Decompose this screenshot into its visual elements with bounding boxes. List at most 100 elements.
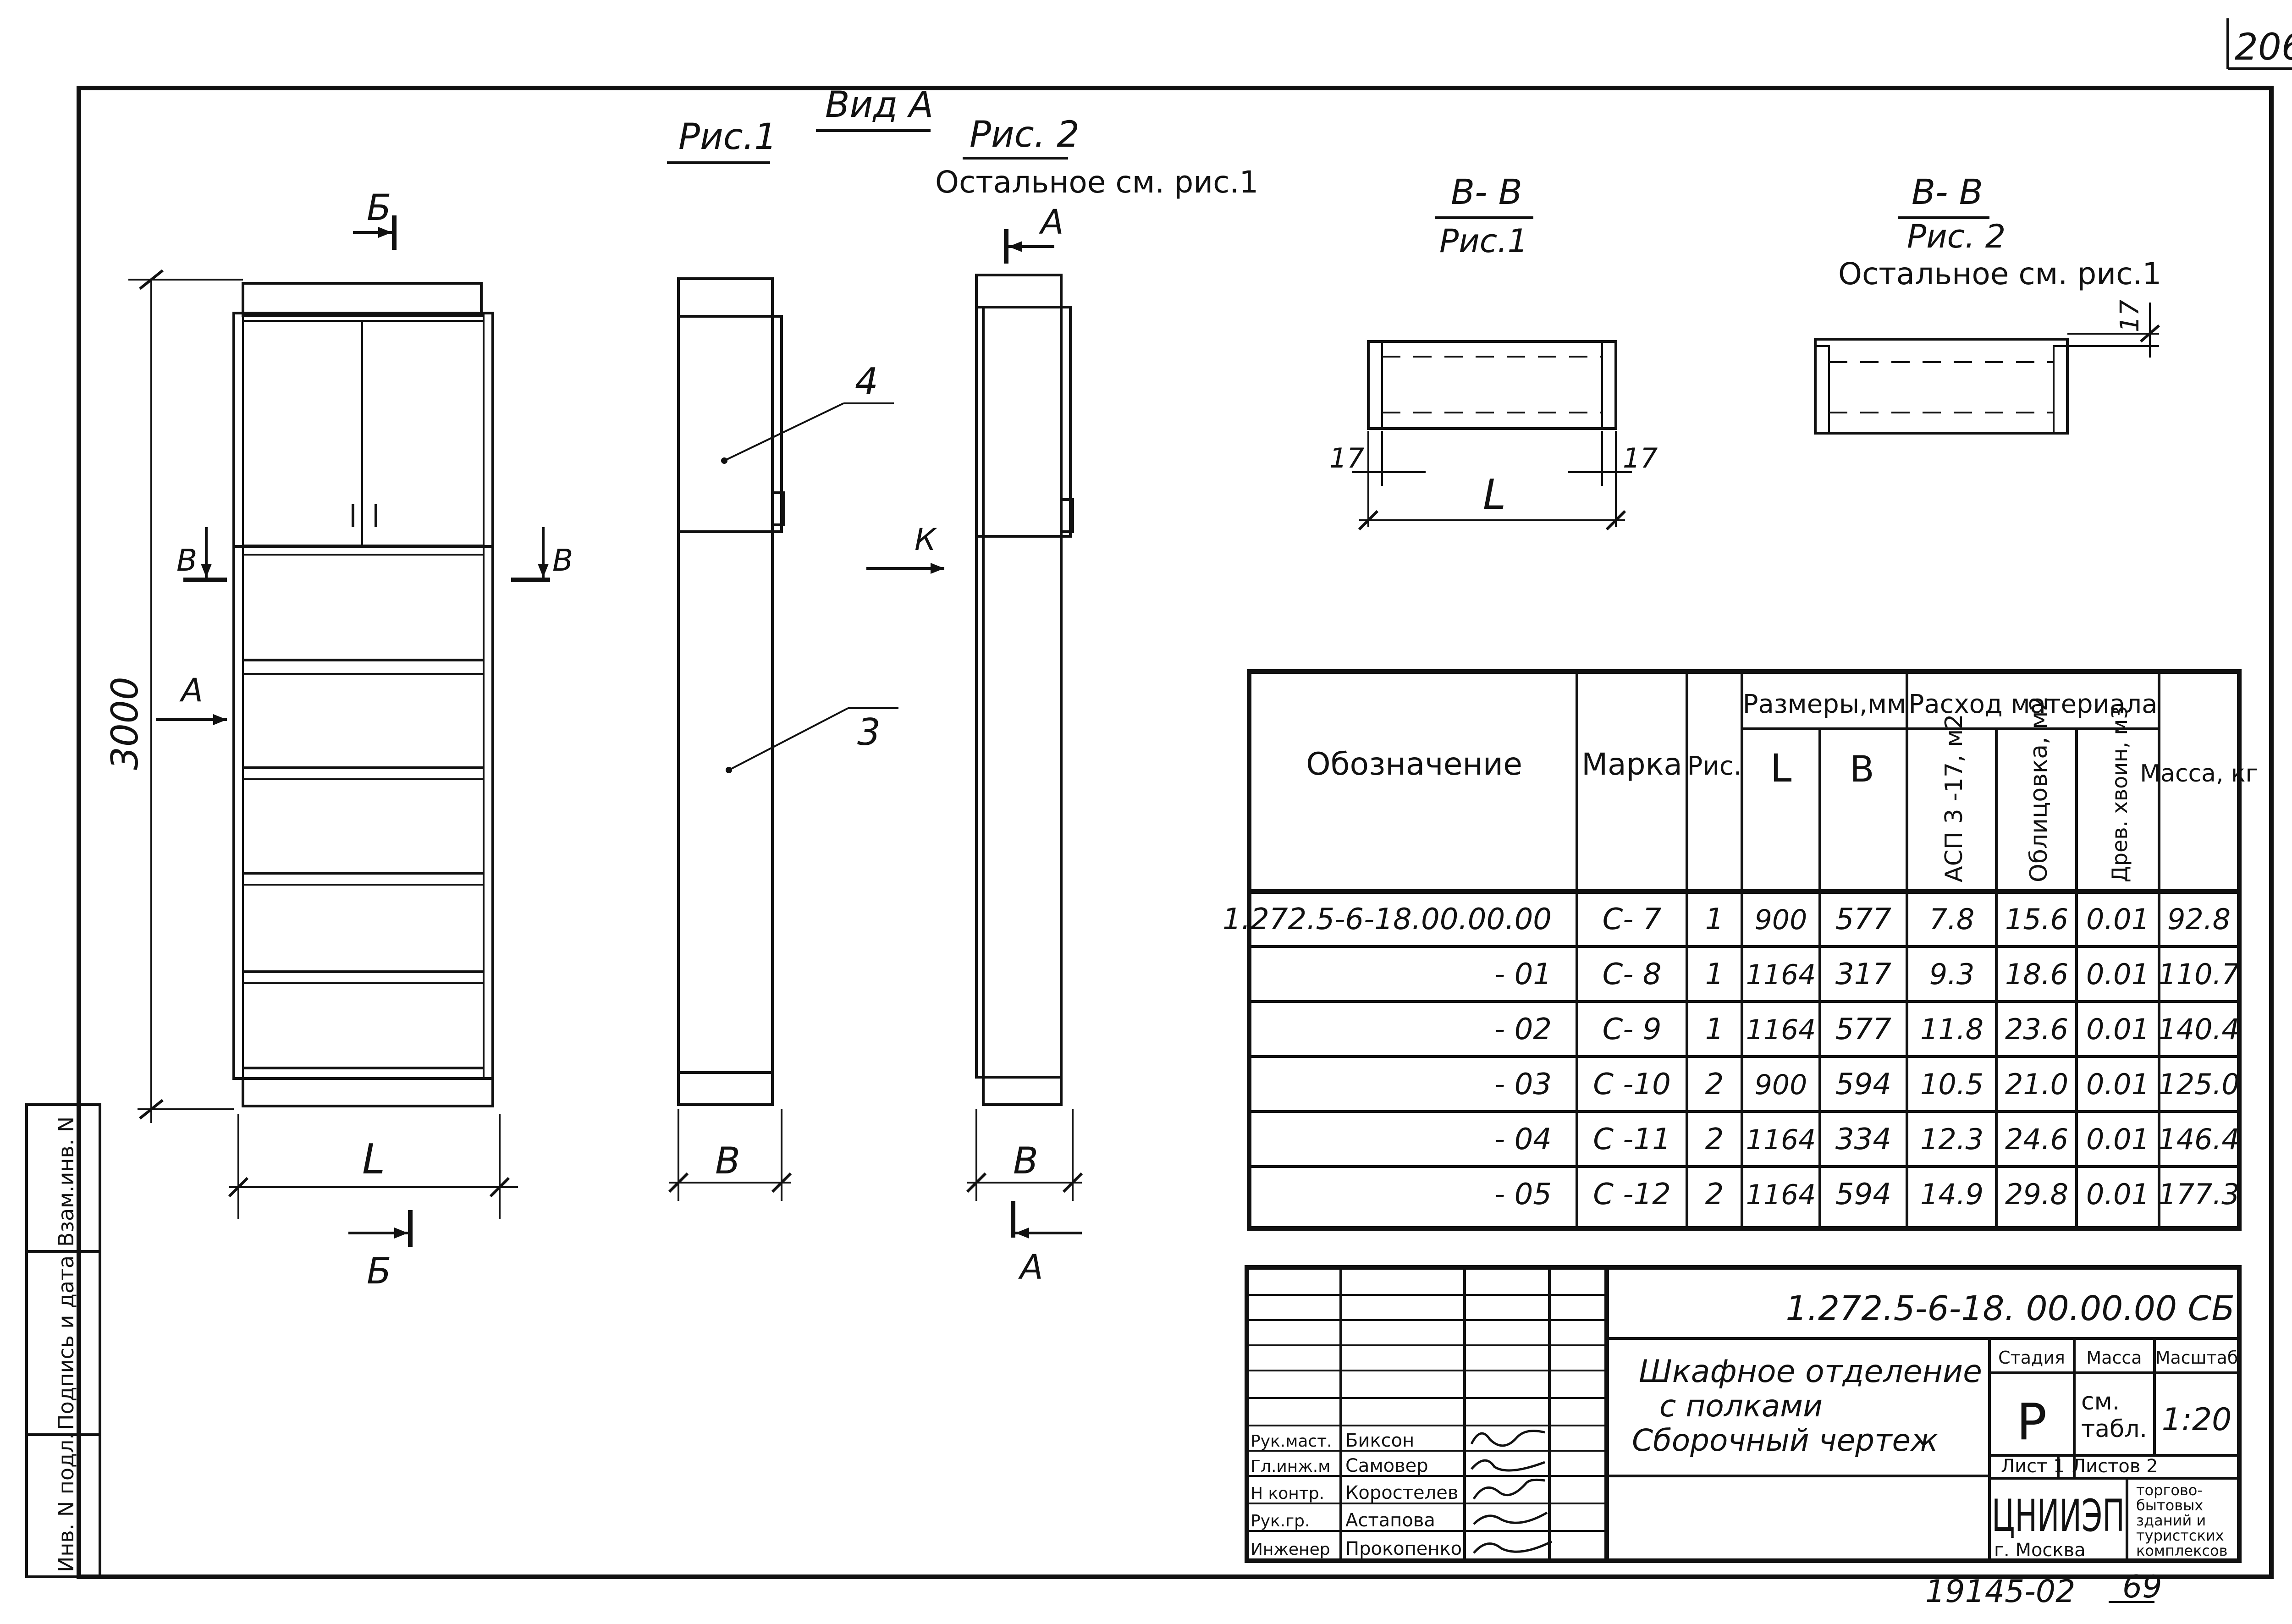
view-a-arrow-left	[156, 714, 227, 725]
spec-cell-oblitsovka: 23.6	[2005, 1013, 2068, 1046]
massa-label: Масса	[2086, 1348, 2142, 1368]
spec-cell-L: 1164	[1746, 1124, 1816, 1156]
spec-cell-drev: 0.01	[2086, 958, 2149, 991]
spec-cell-ris: 1	[1705, 903, 1724, 936]
side-view-2	[975, 274, 1074, 1106]
view-k-arrow	[866, 563, 944, 574]
spec-cell-ris: 2	[1705, 1178, 1724, 1211]
view-title-ris1: Рис.1	[678, 116, 777, 158]
section-b-bottom-label: Б	[367, 1251, 391, 1292]
front-width-label: L	[362, 1135, 385, 1184]
spec-cell-oboznachenie: - 01	[1494, 958, 1552, 991]
spec-table	[1247, 669, 2242, 1231]
position-4-label: 4	[855, 360, 878, 403]
spec-cell-oblitsovka: 15.6	[2005, 903, 2068, 936]
spec-cell-B: 577	[1835, 903, 1891, 936]
spec-cell-drev: 0.01	[2086, 1068, 2149, 1101]
section-vv2-title: В- В	[1912, 171, 1983, 212]
spec-cell-ris: 1	[1705, 1013, 1724, 1046]
spec-cell-drev: 0.01	[2086, 903, 2149, 936]
signer-role-4: Инженер	[1251, 1540, 1330, 1559]
header-asp: АСП 3 -17, м2	[1940, 714, 1968, 882]
view-a-arrow-left-label: А	[179, 672, 203, 709]
spec-cell-L: 1164	[1746, 959, 1816, 991]
spec-cell-L: 900	[1755, 1069, 1807, 1101]
spec-cell-massa: 110.7	[2158, 958, 2240, 991]
spec-cell-marka: С -11	[1593, 1123, 1671, 1156]
spec-cell-marka: С- 7	[1603, 903, 1662, 936]
header-rashod: Расход материала	[1909, 689, 2158, 719]
archive-number: 19145-02	[1925, 1574, 2075, 1610]
spec-cell-drev: 0.01	[2086, 1013, 2149, 1046]
side-stamp-podpis: Подпись и дата	[54, 1255, 78, 1430]
section-vv2	[1814, 303, 2160, 435]
spec-cell-asp: 11.8	[1920, 1013, 1983, 1046]
signatures	[1470, 1430, 1553, 1554]
view-k-label: К	[915, 522, 937, 557]
view-a-top-label: А	[1039, 203, 1064, 242]
side-view-1	[677, 277, 898, 1106]
signer-role-3: Рук.гр.	[1251, 1512, 1310, 1530]
section-v-left	[183, 527, 227, 582]
signer-name-2: Коростелев	[1345, 1482, 1458, 1503]
spec-cell-B: 577	[1835, 1013, 1891, 1046]
side2-depth-label: В	[1013, 1140, 1038, 1182]
signer-role-1: Гл.инж.м	[1251, 1457, 1330, 1476]
signer-name-4: Прокопенко	[1345, 1538, 1462, 1559]
spec-cell-marka: С- 8	[1603, 958, 1662, 991]
org-desc-4: туристских	[2136, 1527, 2224, 1544]
header-ris: Рис.	[1687, 751, 1742, 781]
signer-name-0: Биксон	[1345, 1430, 1414, 1451]
spec-cell-asp: 12.3	[1920, 1123, 1983, 1156]
height-dimension-value: 3000	[104, 677, 146, 770]
spec-cell-oblitsovka: 21.0	[2005, 1068, 2068, 1101]
signer-role-0: Рук.маст.	[1251, 1432, 1332, 1451]
section-b-bottom	[348, 1210, 413, 1247]
section-v-right-label: В	[552, 543, 573, 578]
position-3-label: 3	[857, 711, 881, 754]
section-v-right	[511, 527, 550, 582]
spec-cell-marka: С- 9	[1603, 1013, 1662, 1046]
spec-cell-massa: 146.4	[2158, 1123, 2240, 1156]
masshtab-value: 1:20	[2162, 1402, 2232, 1438]
masshtab-label: Масштаб	[2155, 1348, 2238, 1368]
header-marka: Марка	[1581, 747, 1682, 782]
massa-value-2: табл.	[2081, 1415, 2147, 1443]
view-note-ostalnoe1: Остальное см. рис.1	[935, 165, 1258, 200]
section-v-left-label: В	[176, 543, 197, 578]
side-stamp-vzam: Взам.инв. N	[54, 1117, 78, 1247]
spec-cell-massa: 140.4	[2158, 1013, 2240, 1046]
sheet-number: 206	[2235, 26, 2292, 68]
spec-cell-oboznachenie: - 04	[1494, 1123, 1552, 1156]
drawing-title-2: с полками	[1659, 1388, 1823, 1424]
view-a-bottom-marker	[1011, 1201, 1082, 1239]
spec-cell-ris: 2	[1705, 1068, 1724, 1101]
spec-cell-asp: 7.8	[1929, 903, 1975, 936]
front-width-dimension	[228, 1114, 518, 1219]
section-vv2-note: Остальное см. рис.1	[1838, 256, 2161, 292]
spec-cell-L: 1164	[1746, 1014, 1816, 1046]
section-vv1-17-left: 17	[1329, 442, 1364, 474]
section-vv1	[1352, 340, 1632, 531]
side-stamp-inv: Инв. N подл.	[54, 1433, 78, 1572]
view-title-vid-a: Вид А	[825, 84, 933, 126]
spec-cell-B: 317	[1835, 958, 1891, 991]
spec-cell-L: 1164	[1746, 1179, 1816, 1211]
stadiya-label: Стадия	[1998, 1348, 2065, 1368]
signer-name-1: Самовер	[1345, 1455, 1428, 1476]
org-desc-3: зданий и	[2136, 1512, 2206, 1529]
spec-cell-B: 334	[1835, 1123, 1891, 1156]
view-a-top-marker	[1004, 229, 1054, 264]
side1-depth-dimension	[668, 1109, 792, 1201]
view-title-ris2: Рис. 2	[970, 114, 1080, 155]
spec-cell-marka: С -10	[1593, 1068, 1671, 1101]
org-city: г. Москва	[1994, 1540, 2086, 1561]
spec-cell-oboznachenie: - 02	[1494, 1013, 1552, 1046]
header-oblitsovka: Облицовка, м2	[2025, 696, 2053, 882]
org-desc-5: комплексов	[2136, 1542, 2227, 1559]
spec-cell-oboznachenie: - 05	[1494, 1178, 1552, 1211]
section-b-top	[353, 215, 397, 250]
section-vv2-17: 17	[2115, 299, 2145, 332]
